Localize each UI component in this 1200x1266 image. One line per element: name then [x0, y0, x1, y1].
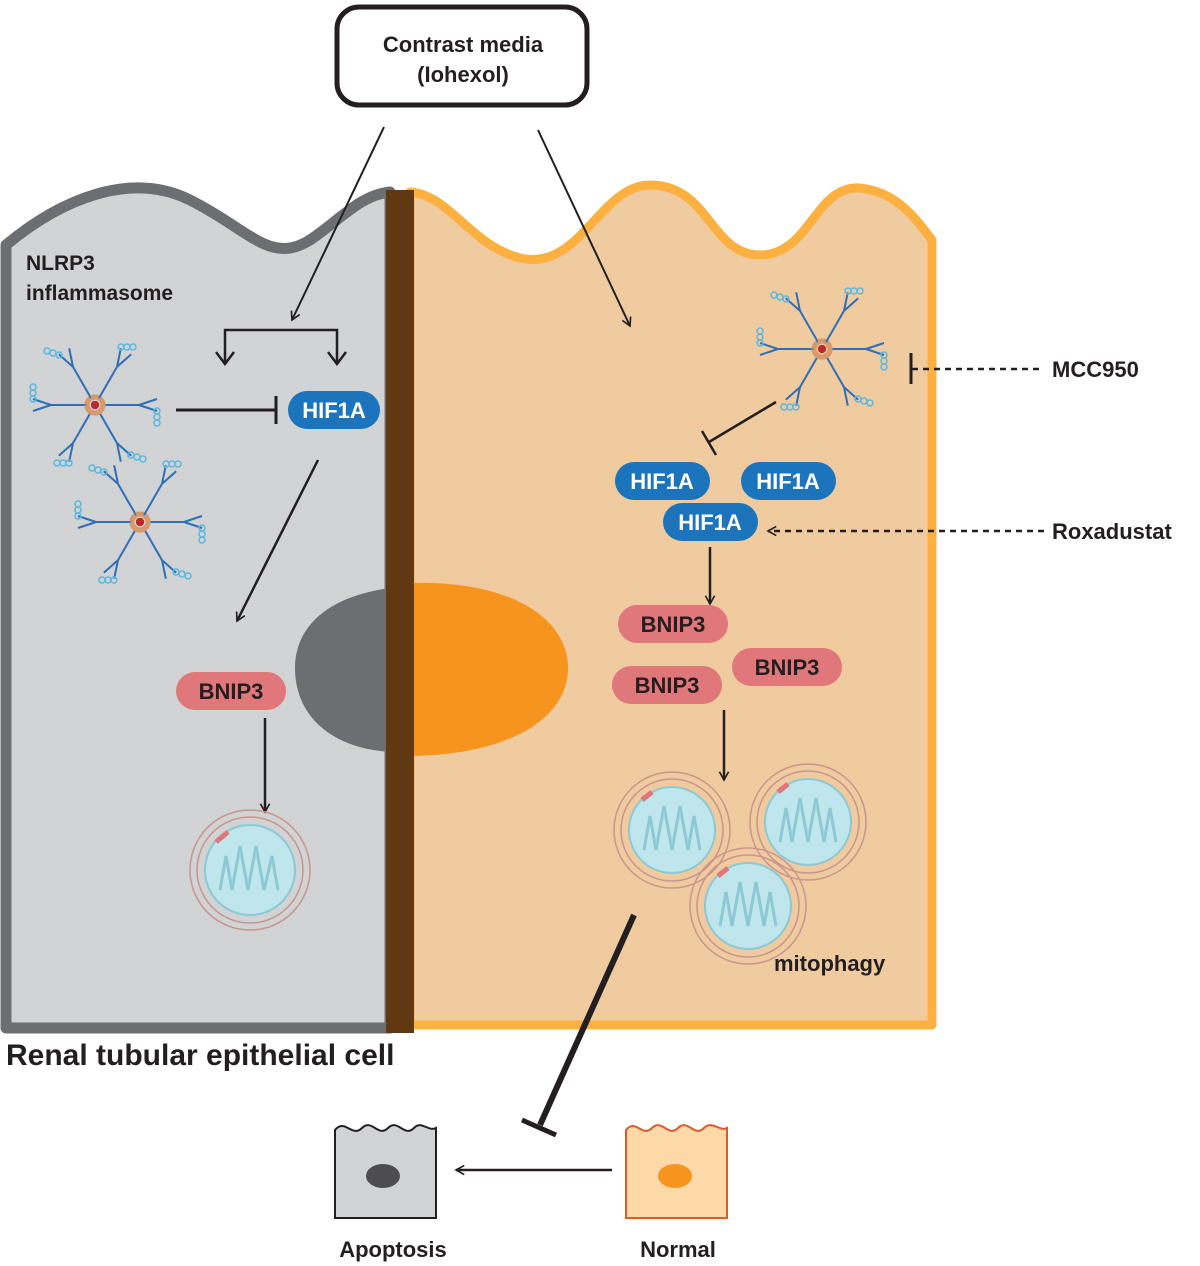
cell-caption: Renal tubular epithelial cell [6, 1039, 394, 1072]
svg-text:HIF1A: HIF1A [630, 469, 694, 494]
nlrp3-label-line1: NLRP3 [26, 252, 95, 275]
svg-text:HIF1A: HIF1A [756, 469, 820, 494]
inflammasome-left-1 [29, 343, 161, 467]
svg-text:BNIP3: BNIP3 [199, 679, 264, 704]
branch-bracket [223, 328, 339, 362]
svg-text:BNIP3: BNIP3 [755, 655, 820, 680]
mitochondrion-right-3 [689, 847, 807, 965]
roxadustat-label: Roxadustat [1052, 519, 1172, 544]
contrast-media-line1: Contrast media [383, 32, 544, 57]
bnip3-pill-right-1: BNIP3 [618, 605, 728, 643]
hif1a-pill-right-3: HIF1A [663, 503, 758, 541]
left-cell [0, 182, 396, 1034]
inhibit-inflammasome-to-hif1a-right [708, 400, 777, 444]
mitophagy-label: mitophagy [774, 951, 886, 976]
arrow-contrast-to-right [537, 129, 632, 328]
left-nucleus [295, 588, 390, 752]
contrast-media-line2: (Iohexol) [417, 62, 509, 87]
apoptosis-cell-icon [334, 1124, 437, 1219]
mcc950-label: MCC950 [1052, 357, 1139, 382]
svg-text:BNIP3: BNIP3 [635, 673, 700, 698]
svg-text:BNIP3: BNIP3 [641, 612, 706, 637]
nlrp3-label-line2: inflammasome [26, 282, 173, 305]
bnip3-pill-left: BNIP3 [176, 672, 286, 710]
inflammasome-right [756, 287, 888, 411]
hif1a-pill-right-2: HIF1A [741, 462, 836, 500]
arrow-contrast-to-left [290, 126, 385, 322]
hif1a-pill-left: HIF1A [288, 391, 380, 429]
inhibit-mitophagy-to-apoptosis [537, 913, 637, 1127]
bnip3-pill-right-2: BNIP3 [732, 648, 842, 686]
svg-text:HIF1A: HIF1A [678, 510, 742, 535]
hif1a-pill-right-1: HIF1A [615, 462, 710, 500]
normal-cell-icon [625, 1124, 728, 1219]
mitochondrion-left [189, 809, 311, 931]
normal-label: Normal [640, 1237, 716, 1262]
arrow-hif1a-to-bnip3-left [235, 459, 320, 623]
apoptosis-label: Apoptosis [339, 1237, 447, 1262]
mitochondrion-right-1 [613, 771, 731, 889]
right-nucleus [410, 582, 568, 756]
cell-divider [386, 190, 414, 1033]
bnip3-pill-right-3: BNIP3 [612, 666, 722, 704]
svg-text:HIF1A: HIF1A [302, 398, 366, 423]
mitochondrion-right-2 [749, 763, 867, 881]
contrast-media-box: Contrast media (Iohexol) [334, 4, 590, 108]
inflammasome-left-2 [74, 460, 206, 584]
